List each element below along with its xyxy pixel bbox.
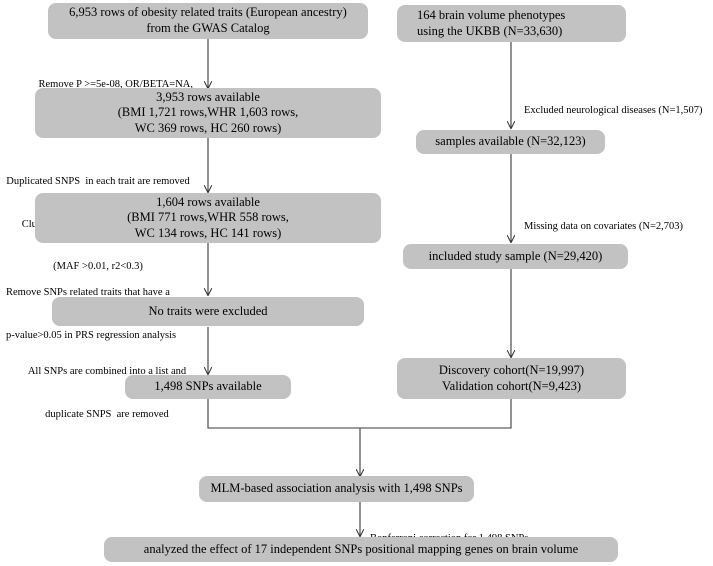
node-snps-1498: 1,498 SNPs available — [125, 375, 291, 399]
node-no-traits-excluded-line1: No traits were excluded — [148, 303, 268, 318]
node-gwas-source: 6,953 rows of obesity related traits (Eu… — [48, 3, 368, 39]
node-rows-1604: 1,604 rows available (BMI 771 rows,WHR 5… — [35, 193, 381, 243]
annotation-filter-prs-line2: p-value>0.05 in PRS regression analysis — [6, 329, 177, 341]
node-cohorts-line1: Discovery cohort(N=19,997) — [438, 362, 585, 377]
node-included-sample: included study sample (N=29,420) — [403, 244, 628, 269]
node-rows-1604-line3: WC 134 rows, HC 141 rows) — [134, 225, 282, 240]
node-included-sample-line1: included study sample (N=29,420) — [428, 248, 603, 263]
node-no-traits-excluded: No traits were excluded — [52, 297, 364, 326]
annotation-filter-neuro: Excluded neurological diseases (N=1,507) — [524, 76, 713, 147]
node-mlm-analysis: MLM-based association analysis with 1,49… — [199, 476, 474, 502]
node-rows-1604-line2: (BMI 771 rows,WHR 558 rows, — [127, 210, 289, 225]
node-brain-phenotypes-line2: using the UKBB (N=33,630) — [417, 23, 563, 38]
annotation-filter-covariates-line1: Missing data on covariates (N=2,703) — [524, 221, 684, 233]
node-samples-available-line1: samples available (N=32,123) — [435, 134, 586, 149]
annotation-filter-neuro-line1: Excluded neurological diseases (N=1,507) — [524, 105, 703, 117]
node-brain-phenotypes: 164 brain volume phenotypes using the UK… — [397, 5, 626, 42]
annotation-filter-prs-line1: Remove SNPs related traits that have a — [6, 287, 170, 299]
node-cohorts: Discovery cohort(N=19,997) Validation co… — [397, 358, 626, 399]
node-final-result: analyzed the effect of 17 independent SN… — [104, 537, 618, 562]
annotation-filter-clumping-line3: (MAF >0.01, r2<0.3) — [53, 261, 143, 273]
node-rows-3953-line3: WC 369 rows, HC 260 rows) — [134, 120, 282, 135]
node-gwas-source-line2: from the GWAS Catalog — [146, 21, 270, 35]
annotation-filter-combine: All SNPs are combined into a list and du… — [14, 337, 200, 450]
node-snps-1498-line1: 1,498 SNPs available — [154, 379, 262, 394]
node-mlm-analysis-line1: MLM-based association analysis with 1,49… — [210, 481, 463, 496]
node-gwas-source-line1: 6,953 rows of obesity related traits (Eu… — [69, 5, 347, 20]
node-brain-phenotypes-line1: 164 brain volume phenotypes — [417, 7, 566, 22]
annotation-filter-clumping-line1: Duplicated SNPS in each trait are remove… — [6, 176, 190, 188]
annotation-filter-prs: Remove SNPs related traits that have a p… — [6, 258, 206, 371]
annotation-filter-covariates: Missing data on covariates (N=2,703) — [524, 192, 713, 263]
node-rows-1604-line1: 1,604 rows available — [156, 194, 260, 209]
annotation-filter-pvalue-line1: Remove P >=5e-08, OR/BETA=NA, — [38, 79, 193, 91]
annotation-filter-combine-line2: duplicate SNPS are removed — [45, 408, 169, 420]
node-cohorts-line2: Validation cohort(N=9,423) — [442, 378, 581, 393]
node-rows-3953-line2: (BMI 1,721 rows,WHR 1,603 rows, — [117, 105, 299, 120]
node-samples-available: samples available (N=32,123) — [416, 130, 605, 154]
node-final-result-line1: analyzed the effect of 17 independent SN… — [143, 541, 579, 556]
annotation-filter-combine-line1: All SNPs are combined into a list and — [27, 366, 187, 378]
node-rows-3953: 3,953 rows available (BMI 1,721 rows,WHR… — [35, 88, 381, 138]
node-rows-3953-line1: 3,953 rows available — [156, 89, 260, 104]
